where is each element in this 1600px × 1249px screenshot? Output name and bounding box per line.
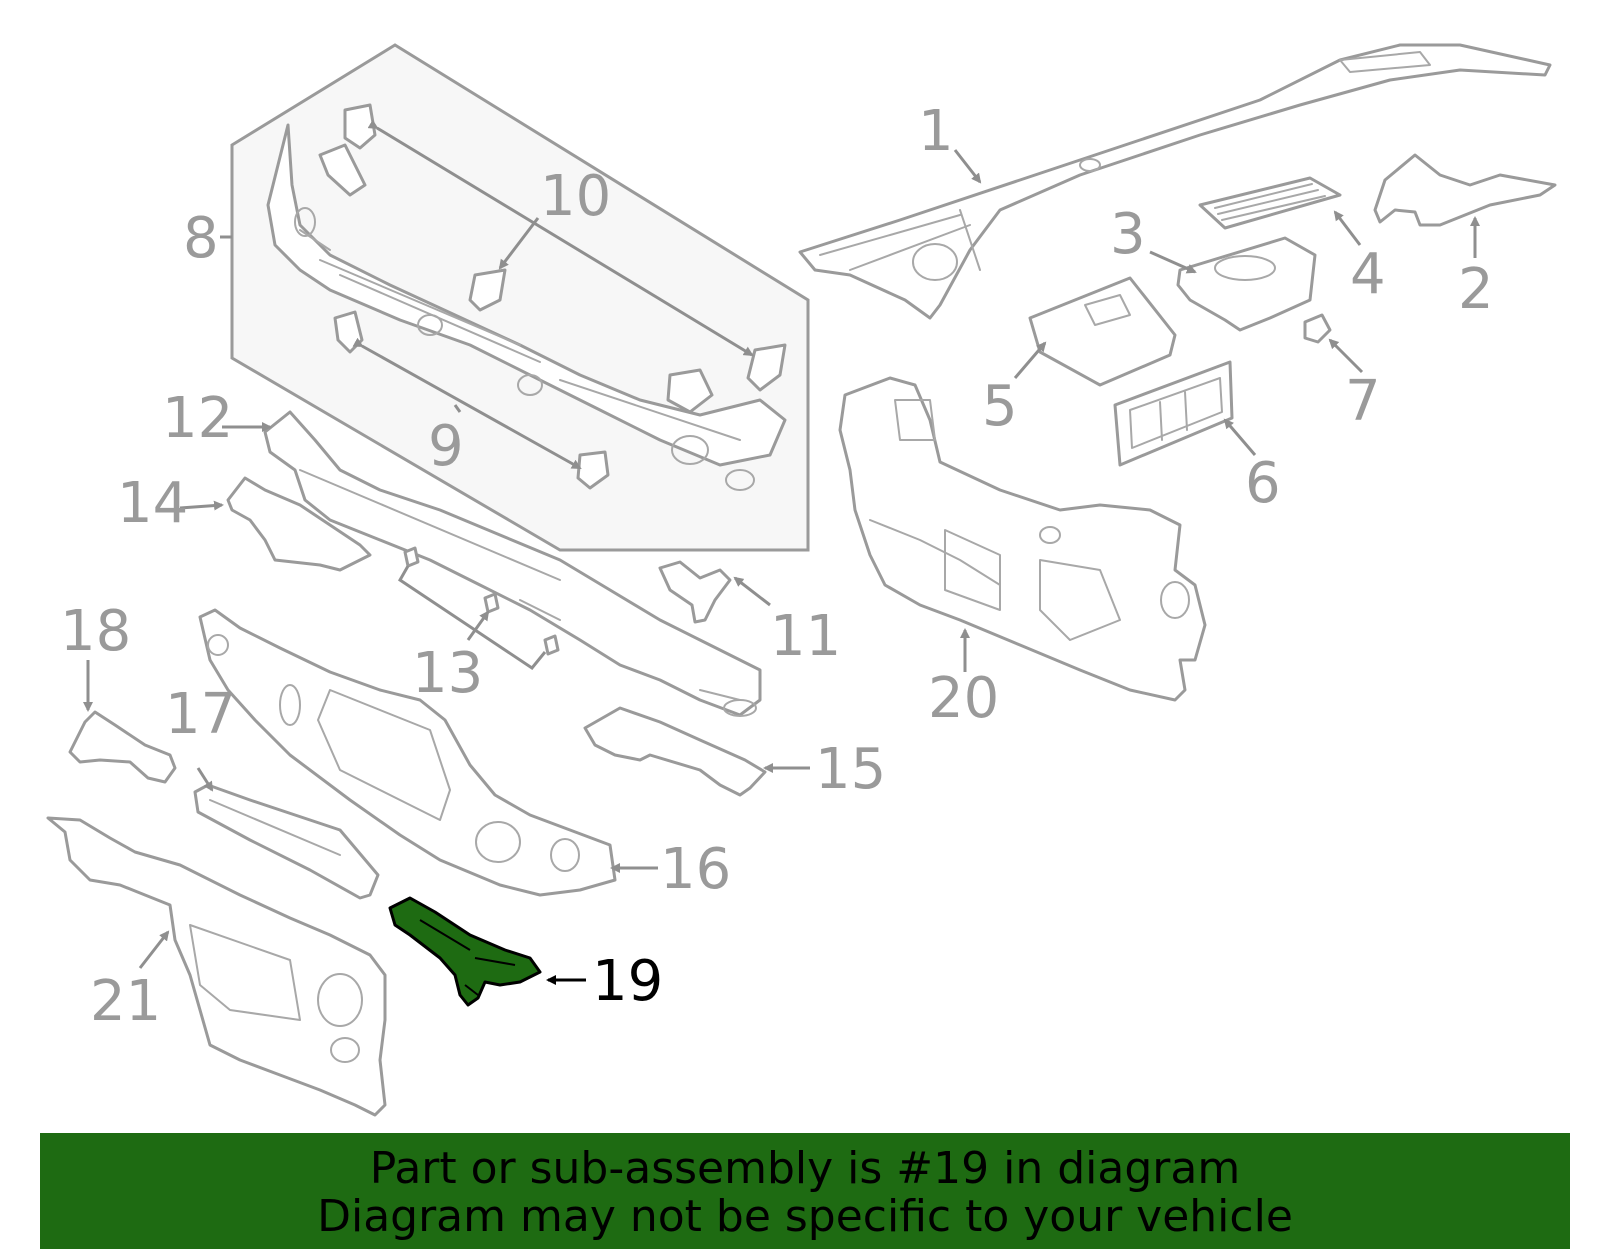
part-1-cowl-grille bbox=[798, 43, 1552, 320]
callout-2: 2 bbox=[1458, 257, 1494, 322]
part-7-clip bbox=[1303, 313, 1332, 344]
callout-18: 18 bbox=[60, 599, 131, 664]
callout-19: 19 bbox=[592, 949, 663, 1014]
callout-7: 7 bbox=[1345, 369, 1381, 434]
banner-line-1: Part or sub-assembly is #19 in diagram bbox=[369, 1143, 1241, 1194]
part-20-dash-panel bbox=[838, 376, 1207, 702]
part-4-screen bbox=[1198, 176, 1342, 230]
callout-13: 13 bbox=[412, 641, 483, 706]
callout-16: 16 bbox=[660, 837, 731, 902]
part-17-bar bbox=[193, 783, 380, 900]
part-11-bracket bbox=[658, 560, 732, 624]
part-15-bracket bbox=[583, 706, 767, 797]
part-14-bracket bbox=[226, 476, 372, 572]
callout-3: 3 bbox=[1110, 202, 1146, 267]
info-banner: Part or sub-assembly is #19 in diagram D… bbox=[40, 1133, 1570, 1249]
part-21-lower-panel bbox=[46, 816, 387, 1117]
callout-5: 5 bbox=[982, 374, 1018, 439]
callout-12: 12 bbox=[162, 386, 233, 451]
callout-21: 21 bbox=[90, 969, 161, 1034]
part-5-housing bbox=[1028, 276, 1177, 387]
part-12-plenum bbox=[263, 410, 762, 717]
callout-1: 1 bbox=[918, 99, 954, 164]
part-18-bracket bbox=[68, 710, 177, 784]
part-9-clips bbox=[333, 310, 610, 490]
banner-line-2: Diagram may not be specific to your vehi… bbox=[317, 1191, 1293, 1242]
callout-20: 20 bbox=[928, 666, 999, 731]
callout-15: 15 bbox=[815, 737, 886, 802]
callout-9: 9 bbox=[428, 414, 464, 479]
callout-11: 11 bbox=[770, 604, 841, 669]
callout-17: 17 bbox=[165, 682, 236, 747]
callout-14: 14 bbox=[117, 471, 188, 536]
part-16-support bbox=[198, 608, 617, 897]
callout-6: 6 bbox=[1245, 451, 1281, 516]
callout-8: 8 bbox=[183, 206, 219, 271]
part-2-bracket bbox=[1373, 153, 1557, 227]
callout-4: 4 bbox=[1350, 242, 1386, 307]
part-3-duct bbox=[1176, 236, 1317, 332]
callout-10: 10 bbox=[540, 164, 611, 229]
part-13-clips bbox=[403, 546, 560, 656]
part-19-highlighted[interactable] bbox=[388, 896, 542, 1007]
part-6-vent bbox=[1113, 360, 1234, 467]
